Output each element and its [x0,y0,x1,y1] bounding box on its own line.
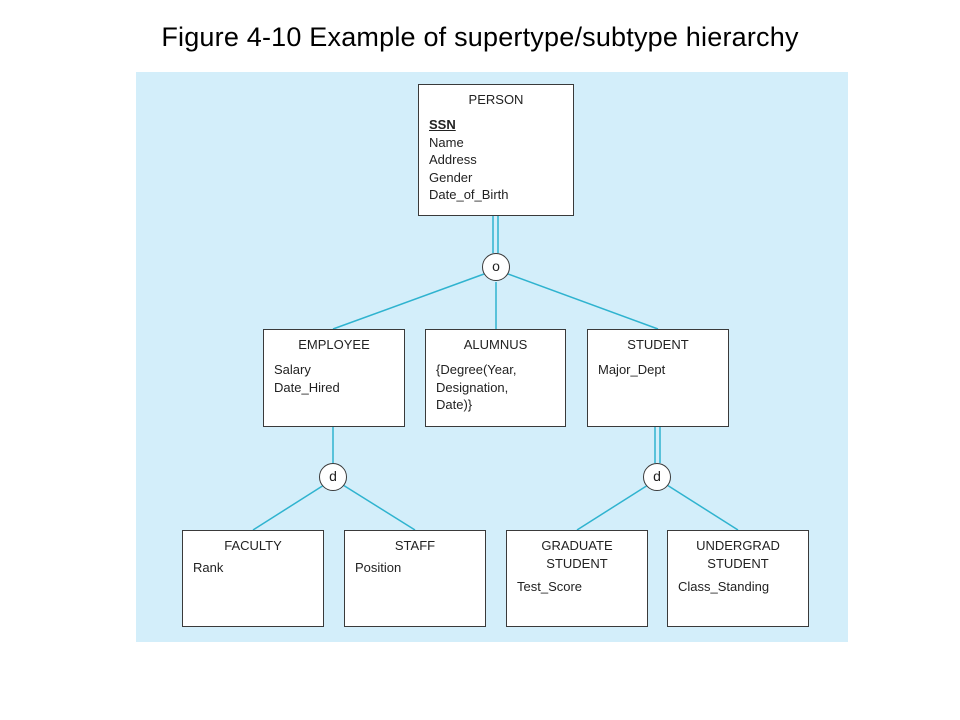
d2-to-undergrad-line [666,484,739,531]
entity-name-line: STUDENT [707,556,769,571]
entity-name-line: UNDERGRAD [696,538,780,553]
entity-staff: STAFF Position [344,530,486,627]
entity-name: EMPLOYEE [298,337,370,352]
attr: Position [355,560,402,575]
figure-title: Figure 4-10 Example of supertype/subtype… [161,22,799,52]
attr: Address [429,152,477,167]
entity-undergrad-student: UNDERGRAD STUDENT Class_Standing [667,530,809,627]
overlap-constraint-circle: o [482,253,510,281]
attr: Name [429,134,464,150]
entity-faculty: FACULTY Rank [182,530,324,627]
attr: Date_Hired [274,379,340,395]
entity-name-line: STUDENT [546,556,608,571]
attr: Date_of_Birth [429,187,509,202]
entity-name-line: GRADUATE [541,538,613,553]
entity-student: STUDENT Major_Dept [587,329,729,427]
attr: Rank [193,560,224,575]
entity-name: STUDENT [627,337,689,352]
entity-graduate-student: GRADUATE STUDENT Test_Score [506,530,648,627]
primary-key-attr: SSN [429,117,456,132]
entity-person: PERSON SSN Name Address Gender Date_of_B… [418,84,574,216]
entity-name: ALUMNUS [463,337,528,352]
attr: Major_Dept [598,362,666,377]
o-to-student-line [507,273,659,330]
disjoint-constraint-circle-employee: d [319,463,347,491]
o-to-employee-line [332,273,485,330]
disjoint-constraint-circle-student: d [643,463,671,491]
entity-name: FACULTY [224,538,282,553]
d2-to-graduate-line [576,484,649,531]
entity-name: STAFF [394,538,436,553]
attr: Class_Standing [678,579,770,594]
attr: Gender [429,169,473,185]
entity-employee: EMPLOYEE Salary Date_Hired [263,329,405,427]
attr: Test_Score [517,579,583,594]
entity-alumnus: ALUMNUS {Degree(Year, Designation, Date)… [425,329,566,427]
d1-to-staff-line [342,484,416,531]
attr: Date)} [436,397,473,412]
attr: Salary [274,362,311,377]
attr: {Degree(Year, [436,362,517,377]
entity-name: PERSON [468,92,524,107]
d1-to-faculty-line [252,484,325,531]
attr: Designation, [436,379,509,395]
